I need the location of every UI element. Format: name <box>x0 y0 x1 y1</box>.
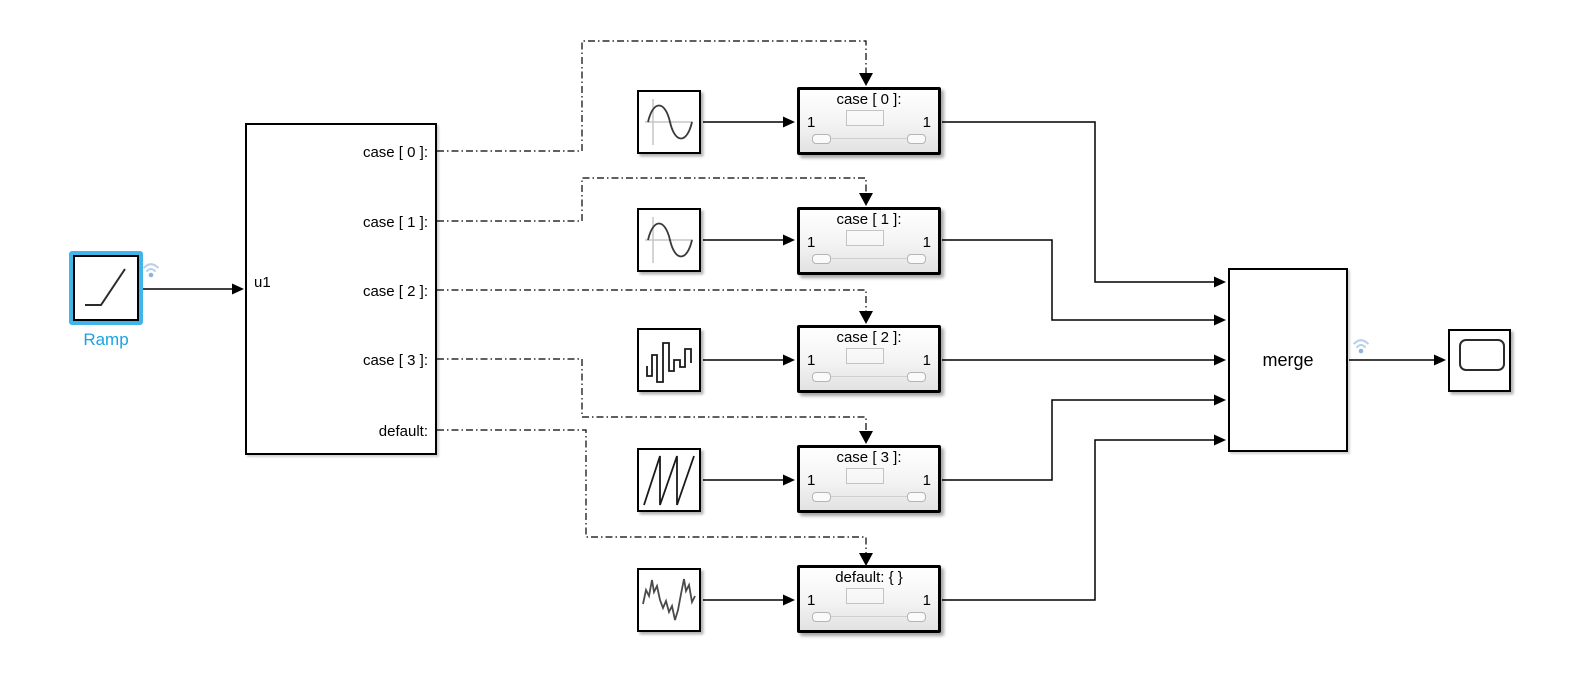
outport-label: 1 <box>922 592 931 609</box>
subsystem-preview-outport-icon <box>907 612 926 622</box>
outport-label: 1 <box>922 234 931 251</box>
case3-action-subsystem[interactable]: case [ 3 ]: 1 1 <box>797 445 941 513</box>
action-wire-case3[interactable] <box>437 358 873 444</box>
outport-label: 1 <box>922 114 931 131</box>
inport-label: 1 <box>807 352 816 369</box>
default-subsystem-title: default: { } <box>835 569 903 586</box>
subsystem-preview-wire <box>816 376 922 377</box>
switch-case-port-case2: case [ 2 ]: <box>362 283 428 300</box>
default-action-subsystem[interactable]: default: { } 1 1 <box>797 565 941 633</box>
switch-case-port-default: default: <box>378 423 428 440</box>
ramp-block-face <box>73 255 139 321</box>
action-wire-default[interactable] <box>437 429 873 566</box>
ramp-block[interactable] <box>69 251 143 325</box>
sine-wave-icon <box>645 99 693 145</box>
subsystem-preview-outport-icon <box>907 254 926 264</box>
case2-subsystem-title: case [ 2 ]: <box>836 329 902 346</box>
scope-block[interactable] <box>1448 329 1511 392</box>
wire-case2-to-merge[interactable] <box>942 354 1226 366</box>
case2-action-subsystem[interactable]: case [ 2 ]: 1 1 <box>797 325 941 393</box>
wire-default-to-merge[interactable] <box>942 434 1226 601</box>
case3-subsystem-title: case [ 3 ]: <box>836 449 902 466</box>
action-wire-case0[interactable] <box>437 40 873 152</box>
random-steps-icon <box>646 342 692 383</box>
merge-block[interactable]: merge <box>1228 268 1348 452</box>
switch-case-port-case0: case [ 0 ]: <box>362 144 428 161</box>
subsystem-preview-inport-icon <box>812 612 831 622</box>
switch-case-input-port-label: u1 <box>254 274 271 291</box>
scope-screen-icon <box>1459 339 1505 371</box>
inport-label: 1 <box>807 592 816 609</box>
action-port-icon <box>846 348 884 364</box>
wire-case3-to-merge[interactable] <box>942 394 1226 481</box>
switch-case-port-case1: case [ 1 ]: <box>362 214 428 231</box>
inport-label: 1 <box>807 114 816 131</box>
subsystem-preview-outport-icon <box>907 492 926 502</box>
sawtooth-wave-source-block[interactable] <box>637 448 701 512</box>
action-port-icon <box>846 468 884 484</box>
ramp-block-name[interactable]: Ramp <box>83 330 129 349</box>
subsystem-preview-inport-icon <box>812 134 831 144</box>
action-port-icon <box>846 230 884 246</box>
wire-source3-to-case3[interactable] <box>703 474 795 486</box>
merge-block-label: merge <box>1262 349 1314 370</box>
subsystem-preview-outport-icon <box>907 134 926 144</box>
subsystem-preview-wire <box>816 258 922 259</box>
wire-case1-to-merge[interactable] <box>942 239 1226 326</box>
subsystem-preview-inport-icon <box>812 372 831 382</box>
random-steps-source-block[interactable] <box>637 328 701 392</box>
sawtooth-wave-icon <box>643 455 695 506</box>
wire-source2-to-case2[interactable] <box>703 354 795 366</box>
noisy-wave-source-block[interactable] <box>637 568 701 632</box>
signal-logging-wifi-icon <box>143 263 159 278</box>
wire-merge-to-scope[interactable] <box>1349 354 1446 366</box>
action-port-icon <box>846 110 884 126</box>
case0-subsystem-title: case [ 0 ]: <box>836 91 902 108</box>
wire-case0-to-merge[interactable] <box>942 121 1226 288</box>
case0-action-subsystem[interactable]: case [ 0 ]: 1 1 <box>797 87 941 155</box>
wire-source1-to-case1[interactable] <box>703 234 795 246</box>
sine-wave-icon <box>645 217 693 263</box>
action-port-icon <box>846 588 884 604</box>
subsystem-preview-wire <box>816 616 922 617</box>
subsystem-preview-inport-icon <box>812 254 831 264</box>
sine-wave-source-block-1[interactable] <box>637 90 701 154</box>
action-wire-case2[interactable] <box>437 289 873 324</box>
switch-case-port-case3: case [ 3 ]: <box>362 352 428 369</box>
ramp-icon <box>85 268 126 306</box>
noisy-wave-icon <box>642 578 696 621</box>
outport-label: 1 <box>922 352 931 369</box>
action-wire-case1[interactable] <box>437 177 873 222</box>
wire-source0-to-case0[interactable] <box>703 116 795 128</box>
wire-ramp-to-switchcase[interactable] <box>143 283 244 295</box>
subsystem-preview-wire <box>816 496 922 497</box>
case1-action-subsystem[interactable]: case [ 1 ]: 1 1 <box>797 207 941 275</box>
subsystem-preview-outport-icon <box>907 372 926 382</box>
wire-source4-to-default[interactable] <box>703 594 795 606</box>
outport-label: 1 <box>922 472 931 489</box>
switch-case-block[interactable]: u1 case [ 0 ]: case [ 1 ]: case [ 2 ]: c… <box>245 123 437 455</box>
inport-label: 1 <box>807 234 816 251</box>
subsystem-preview-wire <box>816 138 922 139</box>
sine-wave-source-block-2[interactable] <box>637 208 701 272</box>
signal-logging-wifi-icon <box>1353 339 1369 354</box>
inport-label: 1 <box>807 472 816 489</box>
subsystem-preview-inport-icon <box>812 492 831 502</box>
case1-subsystem-title: case [ 1 ]: <box>836 211 902 228</box>
